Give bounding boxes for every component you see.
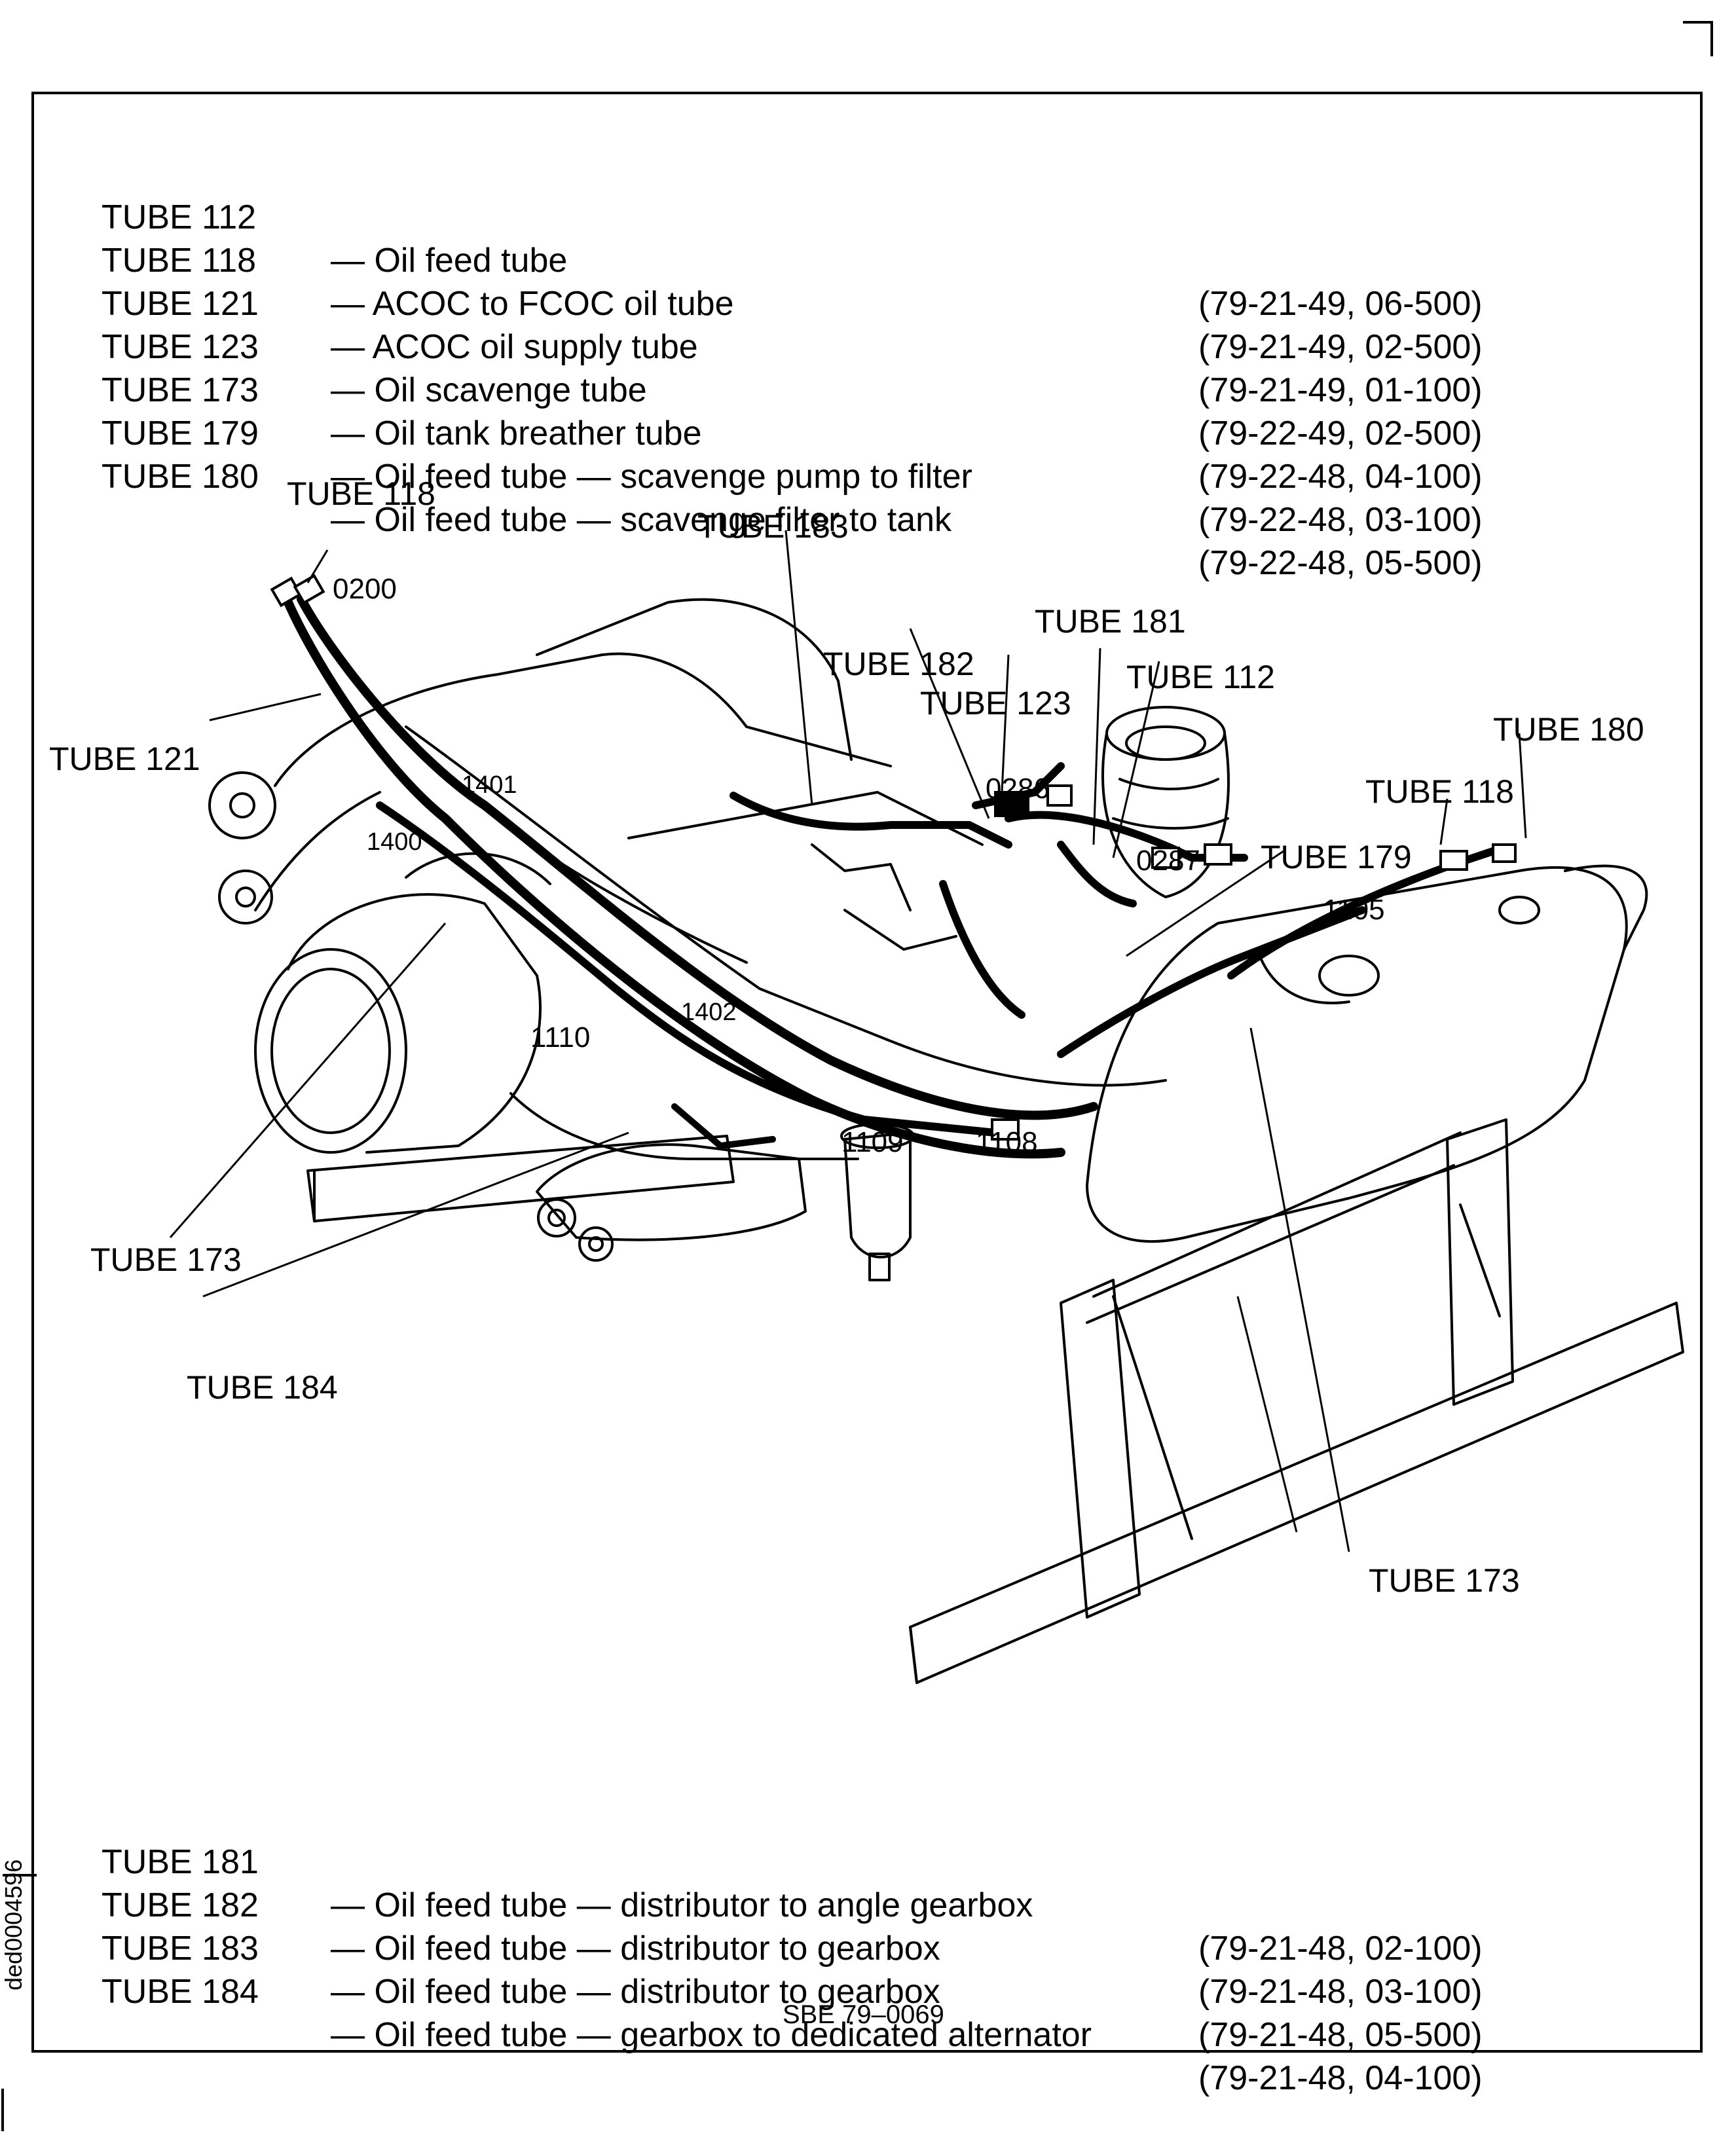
oil-tank xyxy=(1086,864,1648,1243)
legend-row: TUBE 118 — ACOC to FCOC oil tube (79-21-… xyxy=(102,196,1555,366)
legend-tube-reference: (79-22-48, 05-500) xyxy=(1198,544,1483,582)
legend-tube-reference: (79-21-49, 01-100) xyxy=(1198,371,1483,409)
engine-stand xyxy=(306,1118,1684,1684)
gearbox xyxy=(536,1143,807,1262)
part-number-0287: 0287 xyxy=(1136,845,1200,877)
tube-118-front xyxy=(284,598,1065,1159)
legend-row: TUBE 173 — Oil tank breather tube (79-22… xyxy=(102,325,1555,496)
tube-183 xyxy=(729,792,1012,849)
part-number-1109: 1109 xyxy=(841,1126,904,1158)
tube-181 xyxy=(1057,841,1137,907)
legend-tube-reference: (79-21-48, 05-500) xyxy=(1198,2016,1483,2054)
callout-tube-121: TUBE 121 xyxy=(49,741,200,777)
legend-row: TUBE 182 — Oil feed tube — distributor t… xyxy=(102,1841,1555,2011)
legend-tube-id: TUBE 180 xyxy=(102,458,259,496)
legend-tube-description: — ACOC to FCOC oil tube xyxy=(331,285,734,323)
legend-tube-id: TUBE 184 xyxy=(102,1973,259,2011)
callout-tube-180: TUBE 180 xyxy=(1493,711,1644,748)
callout-tube-112: TUBE 112 xyxy=(1126,659,1275,695)
callout-tube-123: TUBE 123 xyxy=(920,685,1071,722)
tube-121 xyxy=(297,595,1098,1120)
figure-reference: SBE 79–0069 xyxy=(783,2000,944,2029)
legend-tube-id: TUBE 123 xyxy=(102,328,259,366)
part-number-1401: 1401 xyxy=(462,771,517,799)
legend-row: TUBE 184 — Oil feed tube — gearbox to de… xyxy=(102,1927,1555,2097)
corner-mark-bottom-left xyxy=(1,1874,37,2131)
corner-mark-top-right xyxy=(1683,21,1713,56)
legend-tube-id: TUBE 183 xyxy=(102,1930,259,1968)
legend-tube-id: TUBE 118 xyxy=(102,242,257,280)
legend-row: TUBE 180 — Oil feed tube — scavenge filt… xyxy=(102,412,1555,582)
figure-frame xyxy=(31,92,1703,2053)
legend-tube-description: — Oil tank breather tube xyxy=(331,414,702,452)
legend-tube-description: — Oil feed tube — distributor to gearbox xyxy=(331,1973,940,2011)
legend-tube-reference: (79-22-48, 03-100) xyxy=(1198,501,1483,539)
legend-tube-id: TUBE 121 xyxy=(102,285,259,323)
tube-179 xyxy=(1057,906,1366,1058)
tube-118-rear xyxy=(1227,847,1497,980)
part-number-1108: 1108 xyxy=(976,1126,1038,1158)
engine-casing xyxy=(254,598,1167,1160)
callout-tube-183: TUBE 183 xyxy=(697,508,849,545)
tube-173-front xyxy=(376,801,999,1137)
part-number-1110: 1110 xyxy=(530,1021,591,1053)
legend-tube-id: TUBE 173 xyxy=(102,371,259,409)
engine-tubing-drawing xyxy=(169,530,1684,1684)
legend-row: TUBE 179 — Oil feed tube — scavenge pump… xyxy=(102,369,1555,539)
legend-row: TUBE 183 — Oil feed tube — distributor t… xyxy=(102,1884,1555,2054)
callout-tube-181: TUBE 181 xyxy=(1035,603,1186,640)
legend-tube-description: — Oil feed tube — distributor to gearbox xyxy=(331,1930,940,1968)
legend-tube-id: TUBE 179 xyxy=(102,414,259,452)
part-number-0200: 0200 xyxy=(333,573,397,605)
legend-row: TUBE 112 — Oil feed tube (79-21-49, 06-5… xyxy=(102,153,1555,323)
legend-tube-reference: (79-22-48, 04-100) xyxy=(1198,458,1483,496)
part-number-1402: 1402 xyxy=(681,998,737,1026)
callout-tube-118-right: TUBE 118 xyxy=(1365,773,1514,810)
part-number-1105: 1105 xyxy=(1323,894,1385,926)
callout-tube-179: TUBE 179 xyxy=(1261,839,1412,875)
callout-tube-173-right: TUBE 173 xyxy=(1369,1562,1520,1599)
callout-tube-184: TUBE 184 xyxy=(187,1369,338,1406)
legend-tube-id: TUBE 181 xyxy=(102,1843,259,1881)
oil-distributor xyxy=(1101,706,1230,898)
front-accessory-housing xyxy=(208,771,551,1154)
part-number-1400: 1400 xyxy=(367,828,422,856)
legend-tube-description: — Oil feed tube — distributor to angle g… xyxy=(331,1886,1033,1924)
legend-tube-reference: (79-22-49, 02-500) xyxy=(1198,414,1483,452)
legend-tube-reference: (79-21-49, 02-500) xyxy=(1198,328,1483,366)
legend-row: TUBE 123 — Oil scavenge tube (79-22-49, … xyxy=(102,282,1555,452)
legend-tube-reference: (79-21-48, 03-100) xyxy=(1198,1973,1483,2011)
callout-tube-182: TUBE 182 xyxy=(823,646,974,682)
tube-182 xyxy=(939,880,1025,1019)
legend-tube-reference: (79-21-49, 06-500) xyxy=(1198,285,1483,323)
callout-tube-118-left: TUBE 118 xyxy=(287,475,435,512)
legend-tube-reference: (79-21-48, 02-100) xyxy=(1198,1930,1483,1968)
legend-tube-id: TUBE 112 xyxy=(102,198,257,236)
legend-tube-description: — Oil feed tube — scavenge pump to filte… xyxy=(331,458,972,496)
legend-tube-description: — Oil scavenge tube xyxy=(331,371,647,409)
legend-tube-description: — Oil feed tube — scavenge filter to tan… xyxy=(331,501,952,539)
callout-tube-173-left: TUBE 173 xyxy=(90,1241,242,1278)
legend-tube-id: TUBE 182 xyxy=(102,1886,259,1924)
legend-row: TUBE 181 — Oil feed tube — distributor t… xyxy=(102,1797,1555,1968)
legend-top: TUBE 112 — Oil feed tube (79-21-49, 06-5… xyxy=(102,153,1555,582)
legend-tube-reference: (79-21-48, 04-100) xyxy=(1198,2059,1483,2097)
legend-bottom: TUBE 181 — Oil feed tube — distributor t… xyxy=(102,1797,1555,2097)
side-document-id: ded0004596 xyxy=(0,1859,27,1990)
part-number-0286: 0286 xyxy=(986,773,1050,805)
legend-tube-description: — ACOC oil supply tube xyxy=(331,328,698,366)
tube-184 xyxy=(671,1103,776,1149)
legend-tube-description: — Oil feed tube — gearbox to dedicated a… xyxy=(331,2016,1092,2054)
legend-row: TUBE 121 — ACOC oil supply tube (79-21-4… xyxy=(102,239,1555,409)
legend-tube-description: — Oil feed tube xyxy=(331,242,568,280)
